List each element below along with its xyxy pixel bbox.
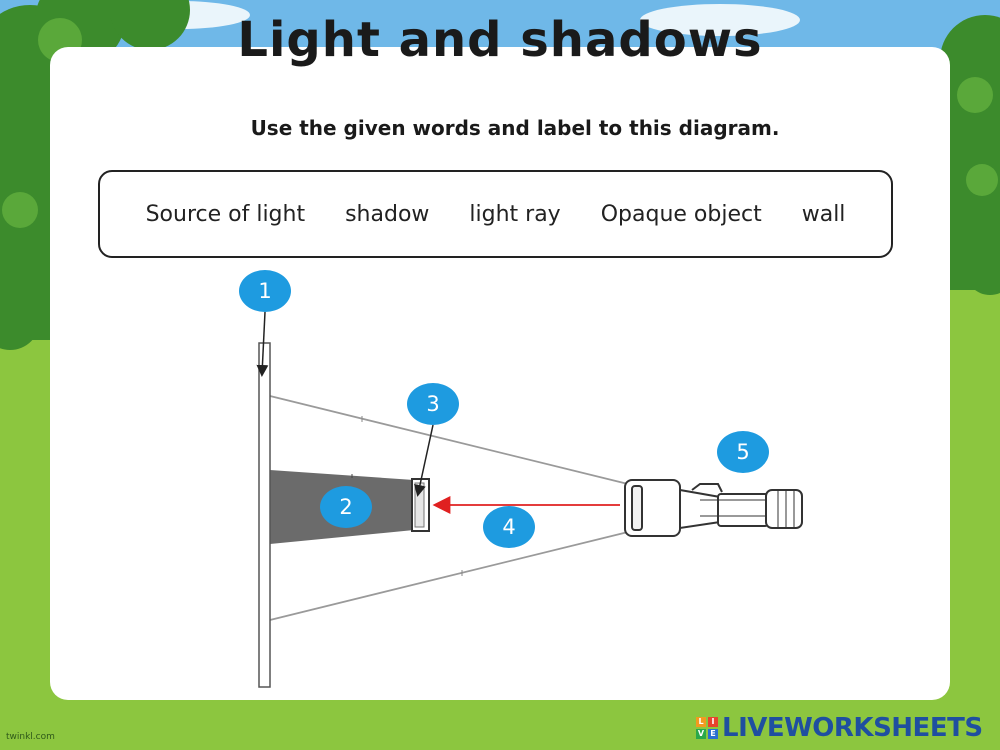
label-1-pointer xyxy=(256,311,269,377)
liveworksheets-brand[interactable]: L I V E LIVEWORKSHEETS xyxy=(696,712,983,744)
label-number: 5 xyxy=(736,440,749,464)
word-light-ray: light ray xyxy=(469,201,561,227)
label-badge-4[interactable]: 4 xyxy=(483,506,535,548)
worksheet-card xyxy=(50,47,950,700)
credit-text: twinkl.com xyxy=(6,732,55,742)
word-shadow: shadow xyxy=(345,201,430,227)
label-3-pointer xyxy=(414,424,434,497)
label-number: 4 xyxy=(502,515,515,539)
label-badge-1[interactable]: 1 xyxy=(239,270,291,312)
label-badge-3[interactable]: 3 xyxy=(407,383,459,425)
instruction-text: Use the given words and label to this di… xyxy=(250,116,780,140)
wall xyxy=(258,342,271,688)
word-opaque-object: Opaque object xyxy=(600,201,762,227)
brand-name: LIVEWORKSHEETS xyxy=(722,713,983,743)
light-ray-lower xyxy=(269,531,629,621)
word-wall: wall xyxy=(801,201,846,227)
label-number: 3 xyxy=(426,392,439,416)
light-ray-upper xyxy=(269,395,629,485)
flashlight-icon xyxy=(624,479,803,537)
page-title: Light and shadows xyxy=(237,12,763,68)
word-bank: Source of light shadow light ray Opaque … xyxy=(98,170,893,258)
liveworksheets-logo-icon: L I V E xyxy=(696,717,718,739)
right-trees-highlight xyxy=(957,77,998,196)
cloud xyxy=(640,4,800,36)
label-badge-5[interactable]: 5 xyxy=(717,431,769,473)
word-source-of-light: Source of light xyxy=(145,201,306,227)
label-number: 2 xyxy=(339,495,352,519)
label-number: 1 xyxy=(258,279,271,303)
label-badge-2[interactable]: 2 xyxy=(320,486,372,528)
